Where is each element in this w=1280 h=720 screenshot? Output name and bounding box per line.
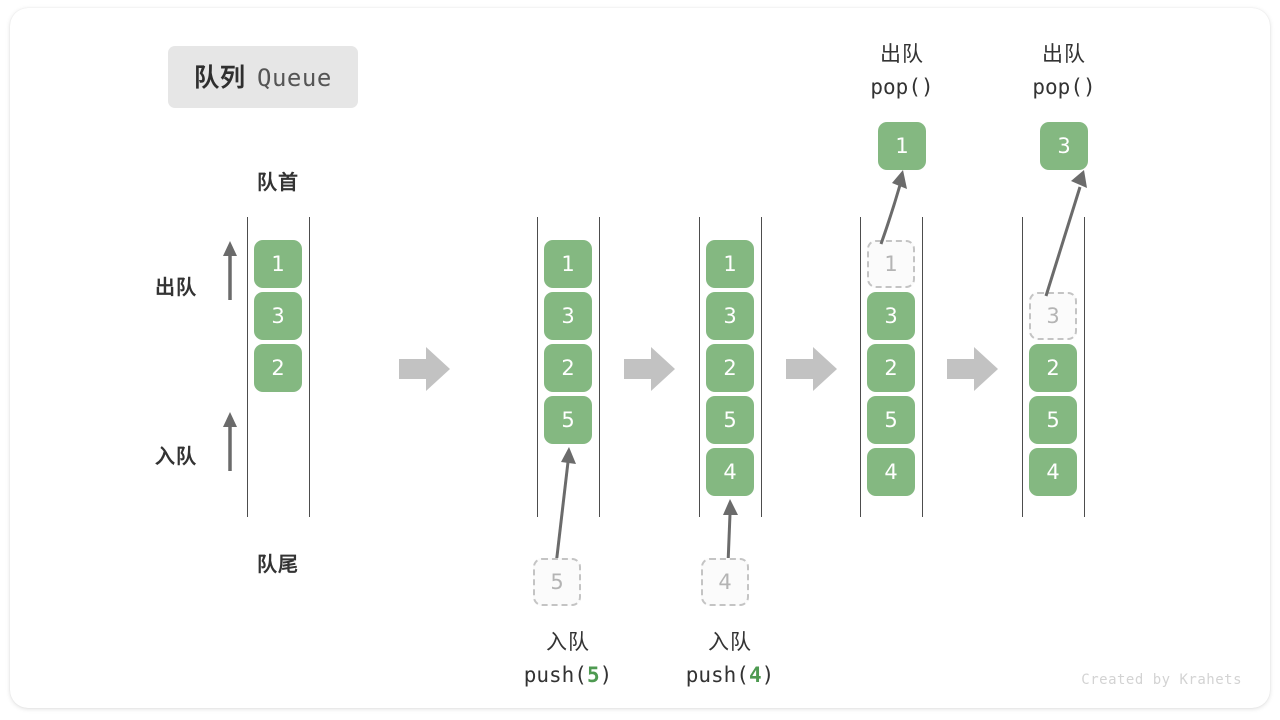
- push-5-label: 入队 push(5): [493, 626, 643, 691]
- pop-3-label-cn: 出队: [1042, 42, 1086, 66]
- pop-1-label: 出队 pop(): [827, 38, 977, 103]
- queue-element-removed: 1: [867, 240, 915, 288]
- push-4-incoming-element: 4: [701, 558, 749, 606]
- queue-element: 2: [1029, 344, 1077, 392]
- label-dequeue-direction: 出队: [155, 275, 197, 299]
- queue-rail-right-1: [309, 217, 310, 517]
- queue-element: 5: [867, 396, 915, 444]
- queue-element: 2: [254, 344, 302, 392]
- queue-rail-right-5: [1084, 217, 1085, 517]
- queue-element: 3: [867, 292, 915, 340]
- enqueue-direction-arrow-icon: [223, 412, 237, 471]
- queue-rail-right-4: [922, 217, 923, 517]
- queue-element: 2: [544, 344, 592, 392]
- queue-element: 3: [544, 292, 592, 340]
- queue-element: 2: [867, 344, 915, 392]
- queue-element-new: 5: [544, 396, 592, 444]
- dequeue-direction-arrow-icon: [223, 241, 237, 300]
- queue-element: 5: [706, 396, 754, 444]
- pop-3-outgoing-element: 3: [1040, 122, 1088, 170]
- title-en: Queue: [257, 64, 332, 92]
- push-5-arrow-icon: [554, 447, 576, 566]
- queue-rail-left-4: [860, 217, 861, 517]
- queue-rail-right-2: [599, 217, 600, 517]
- queue-element: 3: [254, 292, 302, 340]
- label-front: 队首: [257, 170, 299, 194]
- queue-rail-left-3: [699, 217, 700, 517]
- queue-rail-left-2: [537, 217, 538, 517]
- transition-arrow-icon: [624, 347, 675, 391]
- queue-rail-left-5: [1022, 217, 1023, 517]
- queue-element: 4: [1029, 448, 1077, 496]
- push-4-arrow-icon: [723, 499, 738, 565]
- pop-1-outgoing-element: 1: [878, 122, 926, 170]
- queue-element: 2: [706, 344, 754, 392]
- queue-element: 5: [1029, 396, 1077, 444]
- queue-element-new: 4: [706, 448, 754, 496]
- transition-arrow-icon: [947, 347, 998, 391]
- diagram-canvas: 队列 Queue 队首 队尾 出队 入队 1 3 2 1 3 2 5 5: [10, 8, 1270, 708]
- pop-3-label: 出队 pop(): [989, 38, 1139, 103]
- push-4-label-code: push(4): [685, 662, 775, 687]
- queue-element: 1: [544, 240, 592, 288]
- pop-3-label-code: pop(): [1032, 74, 1096, 99]
- push-5-label-cn: 入队: [546, 630, 590, 654]
- pop-3-arrow-icon: [1044, 170, 1087, 297]
- pop-1-label-cn: 出队: [880, 42, 924, 66]
- transition-arrow-icon: [399, 347, 450, 391]
- queue-element: 1: [254, 240, 302, 288]
- transition-arrow-icon: [786, 347, 837, 391]
- pop-1-arrow-icon: [879, 170, 907, 245]
- queue-stage-after-pop-3: 3 2 5 4: [1029, 292, 1077, 496]
- queue-element: 3: [706, 292, 754, 340]
- queue-element: 1: [706, 240, 754, 288]
- queue-stage-after-pop-1: 1 3 2 5 4: [867, 240, 915, 496]
- push-5-label-code: push(5): [523, 662, 613, 687]
- queue-element-removed: 3: [1029, 292, 1077, 340]
- pop-1-label-code: pop(): [870, 74, 934, 99]
- queue-stage-after-push-4: 1 3 2 5 4: [706, 240, 754, 496]
- label-enqueue-direction: 入队: [155, 444, 197, 468]
- queue-element: 4: [867, 448, 915, 496]
- queue-rail-left-1: [247, 217, 248, 517]
- queue-stage-after-push-5: 1 3 2 5: [544, 240, 592, 444]
- push-5-incoming-element: 5: [533, 558, 581, 606]
- credit-text: Created by Krahets: [1081, 672, 1242, 688]
- diagram-title-badge: 队列 Queue: [168, 46, 358, 108]
- title-cn: 队列: [194, 63, 247, 92]
- label-rear: 队尾: [257, 552, 299, 576]
- push-4-label: 入队 push(4): [655, 626, 805, 691]
- queue-rail-right-3: [761, 217, 762, 517]
- queue-stage-initial: 1 3 2: [254, 240, 302, 392]
- push-4-label-cn: 入队: [708, 630, 752, 654]
